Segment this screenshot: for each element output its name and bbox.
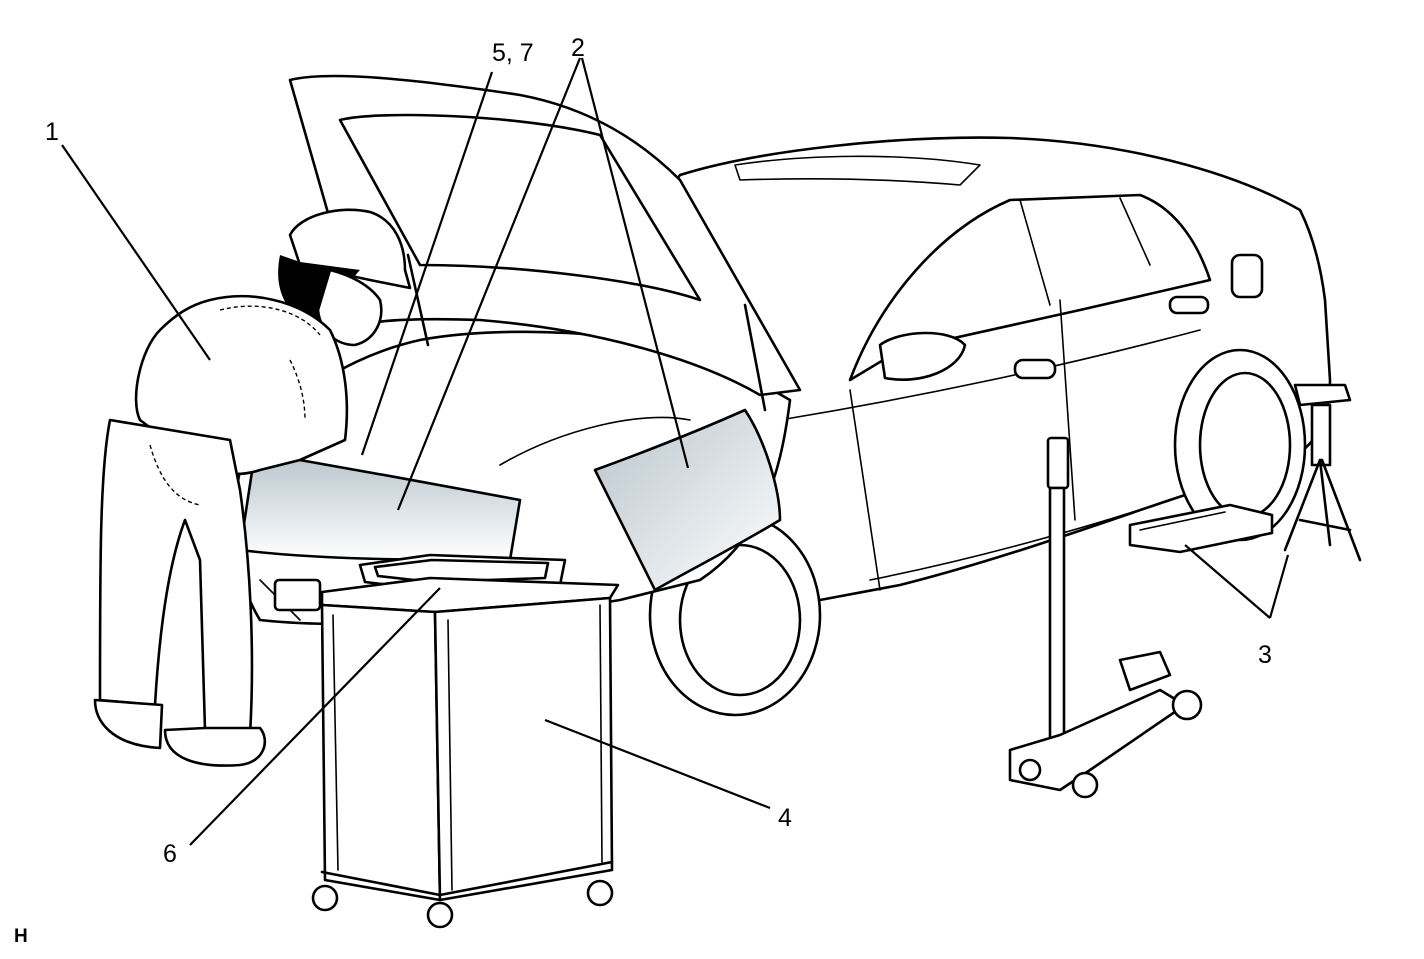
callout-1: 1 (45, 118, 59, 146)
corner-mark: H (14, 926, 28, 947)
leader-lines (61, 57, 1290, 846)
callout-2: 2 (571, 34, 585, 62)
callout-6: 6 (163, 840, 177, 868)
floor-jack (1008, 436, 1203, 799)
callout-5-7: 5, 7 (492, 39, 534, 67)
callout-4: 4 (778, 804, 792, 832)
parts-cart (311, 576, 620, 929)
callout-3: 3 (1258, 641, 1272, 669)
mechanic-figure (93, 208, 412, 767)
wheel-chock-and-jack-stand (1128, 383, 1362, 562)
callout-labels: 1 5, 7 2 3 4 6 (45, 34, 1272, 868)
